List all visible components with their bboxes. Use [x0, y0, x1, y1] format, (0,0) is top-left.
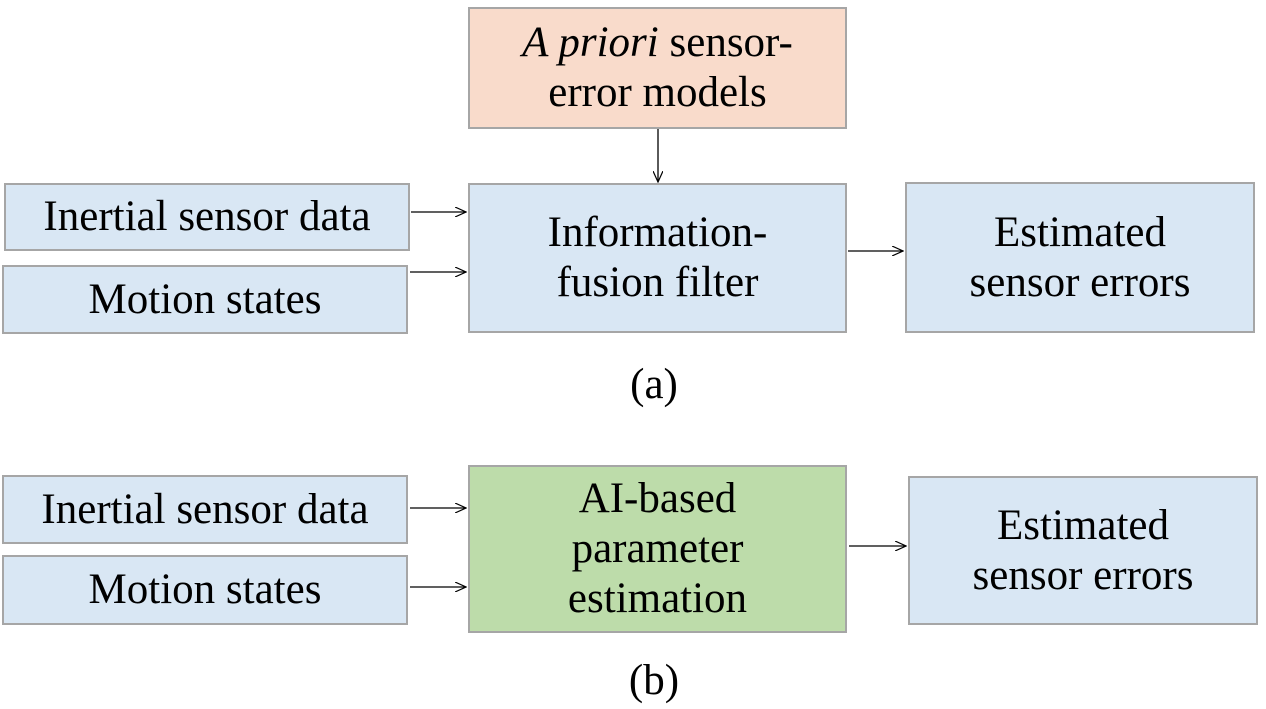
a-output-line2: sensor errors [969, 258, 1191, 306]
b-motion-states-box: Motion states [2, 555, 408, 625]
ai-line3: estimation [567, 575, 748, 622]
a-inertial-sensor-data-box: Inertial sensor data [4, 183, 410, 251]
ai-line1: AI-based [578, 475, 737, 522]
filter-line2: fusion filter [556, 259, 759, 306]
ai-based-parameter-estimation-box: AI-based parameter estimation [468, 465, 847, 633]
information-fusion-filter-box: Information- fusion filter [468, 183, 847, 333]
b-inertial-sensor-data-box: Inertial sensor data [2, 475, 408, 544]
a-motion-states-box: Motion states [2, 265, 408, 334]
b-estimated-sensor-errors-box: Estimated sensor errors [908, 476, 1258, 625]
a-motion-states-label: Motion states [88, 275, 322, 323]
apriori-rest: sensor- [658, 19, 793, 66]
apriori-line2: error models [548, 69, 767, 116]
filter-line1: Information- [547, 209, 768, 256]
apriori-line1: A priori sensor- [522, 18, 793, 68]
b-output-line1: Estimated [997, 501, 1169, 549]
caption-a: (a) [630, 361, 678, 408]
caption-b: (b) [628, 657, 680, 704]
a-output-line1: Estimated [994, 208, 1166, 256]
a-inertial-sensor-data-label: Inertial sensor data [43, 193, 371, 240]
ai-line2: parameter [571, 525, 744, 572]
b-motion-states-label: Motion states [88, 566, 322, 613]
apriori-italic: A priori [522, 19, 659, 66]
a-estimated-sensor-errors-box: Estimated sensor errors [905, 182, 1255, 333]
b-inertial-sensor-data-label: Inertial sensor data [41, 485, 369, 533]
apriori-sensor-error-models-box: A priori sensor- error models [468, 7, 847, 129]
b-output-line2: sensor errors [972, 551, 1194, 599]
